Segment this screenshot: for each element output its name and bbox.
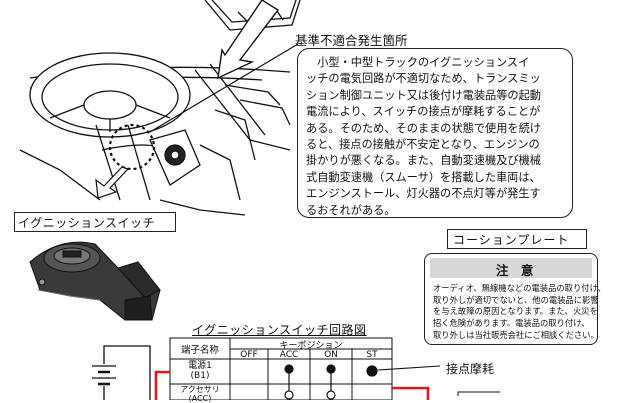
key-position-header: キーポジション: [279, 341, 343, 351]
position-acc: ACC: [279, 350, 299, 360]
circuit-diagram-title: イグニッションスイッチ回路図: [192, 323, 367, 337]
caution-line: を与え故障の原因となります。また、火災を: [433, 306, 598, 317]
caution-line: 取り外しが適切でないと、他の電装品に影響: [433, 294, 599, 305]
explanation-box: [297, 48, 573, 218]
switch-photo: [29, 241, 161, 321]
explanation-text: 小型・中型トラックのイグニッションスイッチの電気回路が不適切なため、トランスミッ…: [306, 55, 568, 219]
explanation-line: ッチの電気回路が不適切なため、トランスミッ: [306, 72, 541, 86]
defect-location-label: 基準不適合発生箇所: [295, 33, 408, 48]
ignition-switch-title: イグニッションスイッチ: [18, 216, 156, 230]
position-off: OFF: [240, 350, 258, 360]
explanation-line: ると、接点の接触が不安定となり、エンジンの: [306, 138, 540, 152]
caution-line: オーディオ、無線機などの電装品の取り付け、: [433, 283, 606, 293]
down-arrow: [95, 166, 130, 199]
row-power1-code: (B1): [190, 371, 210, 381]
contact-wear-label: 接点摩耗: [446, 362, 495, 376]
red-wire-right: [392, 386, 430, 400]
ignition-switch-title-box: [14, 212, 176, 232]
row-accessory: アクセサリ (ACC): [172, 385, 228, 403]
caution-line: 招く危険があります。電装品の取り付け、: [433, 318, 590, 329]
switch-contacts: [284, 364, 378, 400]
caution-body: オーディオ、無線機などの電装品の取り付け、取り外しが適切でないと、他の電装品に影…: [433, 283, 606, 342]
position-st: ST: [366, 350, 378, 360]
terminal-name-header: 端子名称: [180, 345, 219, 356]
caution-plate-title: コーションプレート: [453, 233, 570, 247]
explanation-line: ション制御ユニット又は後付け電装品等の起動: [306, 88, 541, 102]
explanation-line: ある。そのため、そのままの状態で使用を続け: [306, 121, 541, 135]
circuit-table: [169, 337, 393, 400]
row-power1-name: 電源1: [188, 361, 212, 371]
contact-wear-leader: [377, 365, 441, 371]
red-wire: [154, 370, 170, 400]
caution-plate-title-box: [447, 229, 587, 249]
explanation-line: るおそれがある。: [306, 203, 396, 217]
caution-line: 取り外しは当社販売会社にご相談ください。: [433, 329, 599, 340]
caution-header-bar: [430, 258, 592, 278]
explanation-line: エンジンストール、灯火器の不点灯等が発生す: [306, 187, 541, 201]
position-on: ON: [324, 350, 338, 360]
explanation-line: 掛かりが悪くなる。また、自動変速機及び機械: [306, 154, 541, 168]
switch-highlight-circle: [108, 123, 156, 171]
caution-heading: 注 意: [496, 263, 538, 278]
truck-cab-illustration: [19, 0, 301, 216]
explanation-line: 小型・中型トラックのイグニッションスイ: [306, 56, 530, 69]
defect-leader-line: [149, 43, 299, 133]
row-accessory-code: (ACC): [188, 394, 212, 403]
battery-symbol: [92, 345, 151, 400]
pointer-arrow: [217, 0, 280, 80]
explanation-line: 電流により、スイッチの接点が摩耗することが: [306, 105, 541, 119]
row-accessory-name: アクセサリ: [180, 385, 220, 394]
explanation-line: 式自動変速機（スムーサ）を搭載した車両は、: [306, 170, 541, 184]
row-power1: 電源1 (B1): [172, 361, 228, 381]
